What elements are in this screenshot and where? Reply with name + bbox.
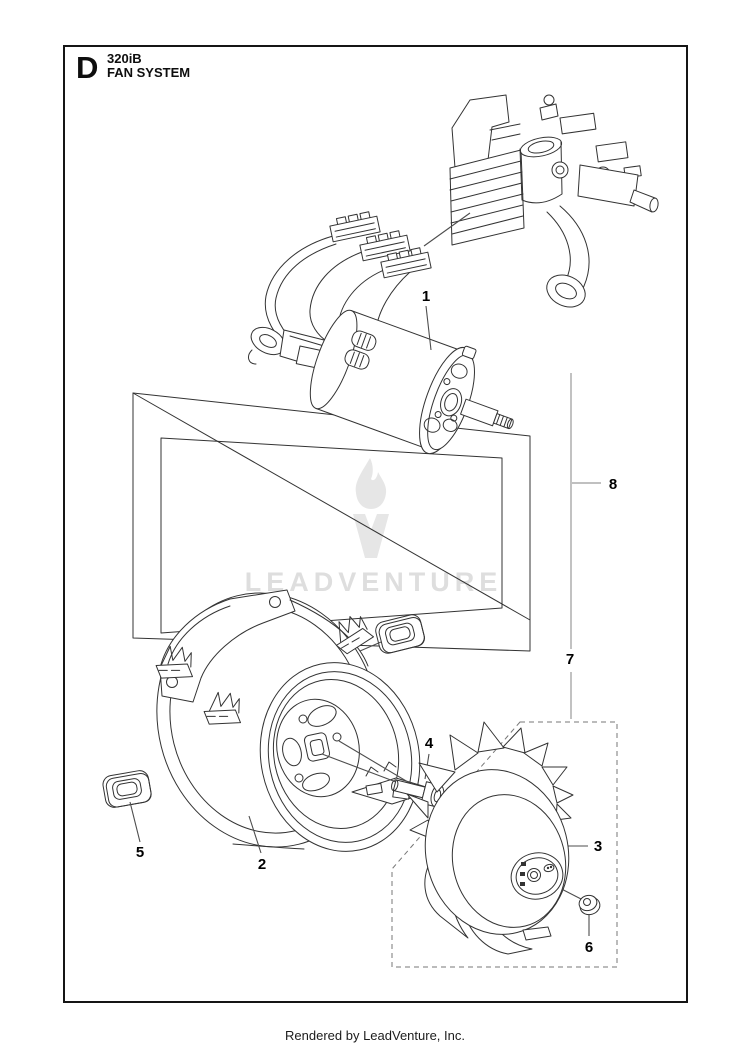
callout-3: 3 — [594, 838, 602, 855]
assembly-leader-line — [423, 212, 471, 247]
callout-4: 4 — [425, 735, 434, 752]
screw-6-drawing — [578, 894, 601, 916]
section-letter: D — [76, 50, 99, 85]
callout-8: 8 — [609, 476, 617, 493]
system-name: FAN SYSTEM — [107, 65, 191, 80]
motor-drawing — [309, 309, 514, 455]
power-head-assembly-drawing — [449, 94, 659, 308]
render-credit: Rendered by LeadVenture, Inc. — [285, 1028, 465, 1043]
callout-6: 6 — [585, 939, 593, 956]
callout-2: 2 — [258, 856, 266, 873]
callout-7: 7 — [566, 651, 574, 668]
model-number: 320iB — [107, 51, 142, 66]
damper-grommet-top — [373, 612, 427, 656]
group-leader-lines — [570, 373, 601, 719]
callout-1: 1 — [422, 288, 430, 305]
damper-grommet-left — [101, 768, 153, 810]
mounting-panel-drawing — [132, 392, 531, 652]
callout-numbers: 1 2 3 4 5 6 7 8 — [136, 288, 617, 956]
fan-housing-drawing — [152, 589, 437, 852]
watermark-logo-icon — [353, 458, 389, 558]
fan-group-boundary — [391, 721, 618, 968]
callout-5: 5 — [136, 844, 144, 861]
diagram-border — [63, 45, 688, 1003]
fan-wheel-drawing — [406, 721, 574, 955]
